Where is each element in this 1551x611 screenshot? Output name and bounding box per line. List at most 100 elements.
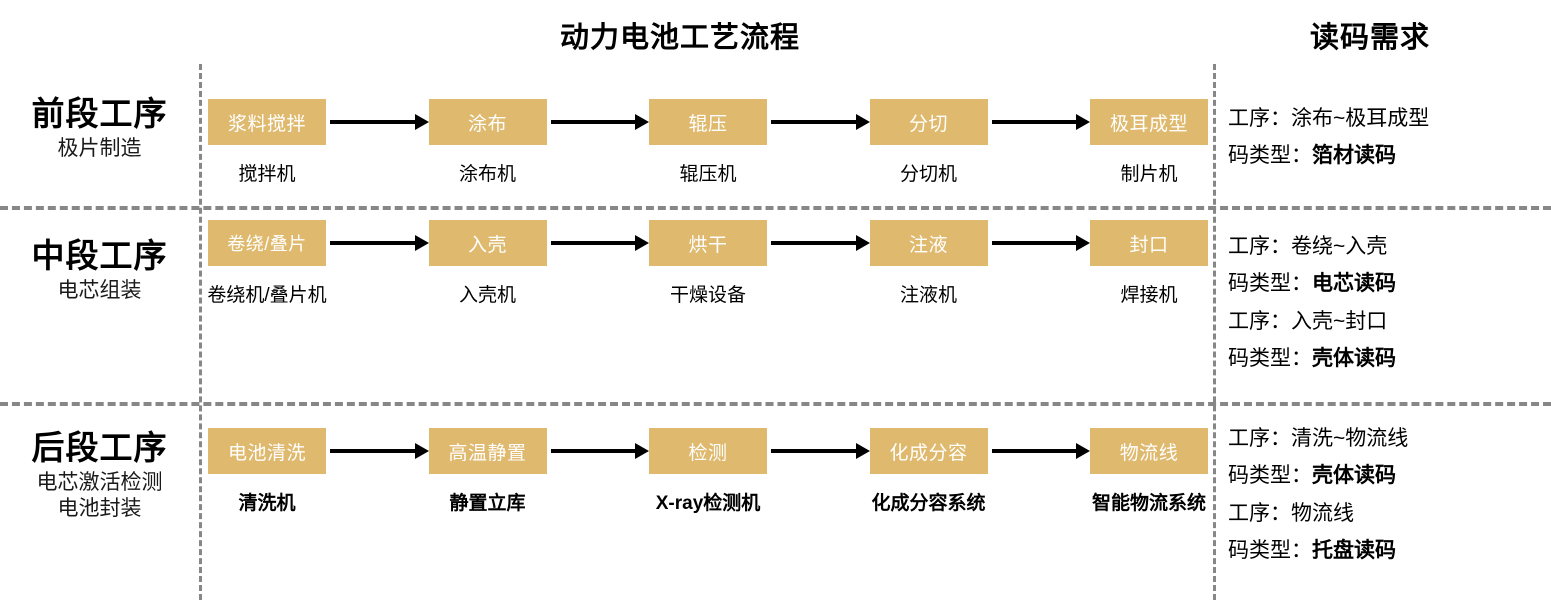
horizontal-divider-1 — [0, 206, 1551, 210]
process-node-box[interactable]: 分切 — [869, 99, 988, 145]
process-node[interactable]: 注液 注液机 — [869, 220, 988, 307]
process-node[interactable]: 化成分容 化成分容系统 — [869, 428, 988, 515]
process-node-caption: 静置立库 — [449, 493, 526, 514]
requirement-line: 码类型：壳体读码 — [1228, 457, 1538, 494]
process-node-caption: 焊接机 — [1120, 285, 1178, 306]
stage-label-back: 后段工序 电芯激活检测 电池封装 — [0, 429, 199, 522]
stage-subtitle: 电芯组装 — [57, 278, 142, 302]
process-node-box[interactable]: 注液 — [869, 220, 988, 266]
requirements-back: 工序：清洗~物流线 码类型：壳体读码 工序：物流线 码类型：托盘读码 — [1228, 420, 1538, 570]
requirement-value: 入壳~封口 — [1291, 309, 1388, 333]
process-node-box[interactable]: 烘干 — [649, 220, 767, 266]
requirement-label: 码类型： — [1228, 539, 1312, 563]
requirements-column-title: 读码需求 — [1309, 22, 1430, 54]
flow-arrow-icon — [547, 220, 649, 266]
process-node-box[interactable]: 辊压 — [649, 99, 767, 145]
requirement-label: 码类型： — [1228, 347, 1312, 371]
flow-arrow-icon — [988, 428, 1090, 474]
requirement-value: 壳体读码 — [1312, 347, 1396, 371]
process-node-caption: 注液机 — [899, 285, 957, 306]
requirement-line: 工序：物流线 — [1228, 495, 1538, 532]
requirement-value: 涂布~极耳成型 — [1291, 107, 1430, 130]
vertical-divider-right — [1213, 64, 1216, 600]
requirement-label: 码类型： — [1228, 464, 1312, 488]
requirements-middle: 工序：卷绕~入壳 码类型：电芯读码 工序：入壳~封口 码类型：壳体读码 — [1228, 228, 1538, 378]
flow-arrow-icon — [988, 99, 1090, 145]
requirement-label: 工序： — [1228, 501, 1291, 525]
stage-row-middle: 中段工序 电芯组装 卷绕/叠片 卷绕机/叠片机 入壳 入壳机 烘干 干燥设备 注… — [0, 210, 1551, 402]
process-node-caption: 搅拌机 — [238, 164, 296, 185]
flow-arrow-icon — [326, 99, 429, 145]
process-node[interactable]: 封口 焊接机 — [1090, 220, 1208, 307]
process-node-box[interactable]: 检测 — [649, 428, 767, 474]
stage-subtitle: 极片制造 — [57, 136, 142, 160]
process-node-box[interactable]: 入壳 — [428, 220, 547, 266]
requirement-line: 工序：入壳~封口 — [1228, 303, 1538, 340]
requirement-label: 码类型： — [1228, 144, 1312, 168]
process-node[interactable]: 涂布 涂布机 — [428, 99, 547, 186]
process-node[interactable]: 卷绕/叠片 卷绕机/叠片机 — [207, 220, 327, 307]
process-node-caption: 制片机 — [1120, 164, 1178, 185]
requirements-front: 工序：涂布~极耳成型 码类型：箔材读码 — [1228, 100, 1538, 175]
flow-arrow-icon — [767, 220, 870, 266]
process-node-box[interactable]: 物流线 — [1090, 428, 1208, 474]
process-node-box[interactable]: 电池清洗 — [208, 428, 326, 474]
vertical-divider-left — [199, 64, 202, 600]
requirement-label: 码类型： — [1228, 272, 1312, 296]
process-node[interactable]: 烘干 干燥设备 — [649, 220, 767, 307]
process-flow-middle: 卷绕/叠片 卷绕机/叠片机 入壳 入壳机 烘干 干燥设备 注液 注液机 封口 焊… — [207, 220, 1208, 307]
stage-row-front: 前段工序 极片制造 浆料搅拌 搅拌机 涂布 涂布机 辊压 辊压机 分切 分切机 — [0, 64, 1551, 206]
horizontal-divider-2 — [0, 402, 1551, 406]
process-node-caption: 入壳机 — [458, 285, 516, 306]
requirement-label: 工序： — [1228, 107, 1291, 130]
process-node-box[interactable]: 浆料搅拌 — [208, 99, 326, 145]
flow-arrow-icon — [767, 99, 870, 145]
requirement-label: 工序： — [1228, 235, 1291, 258]
process-node-caption: 涂布机 — [458, 164, 516, 185]
flow-arrow-icon — [547, 99, 649, 145]
process-node-caption: 化成分容系统 — [871, 493, 986, 514]
requirement-value: 卷绕~入壳 — [1291, 235, 1388, 258]
process-node-box[interactable]: 封口 — [1090, 220, 1208, 266]
requirement-value: 电芯读码 — [1312, 272, 1396, 296]
process-node-box[interactable]: 卷绕/叠片 — [208, 220, 326, 266]
process-node[interactable]: 电池清洗 清洗机 — [208, 428, 326, 515]
requirement-line: 码类型：托盘读码 — [1228, 532, 1538, 569]
process-node[interactable]: 浆料搅拌 搅拌机 — [208, 99, 326, 186]
flow-arrow-icon — [767, 428, 870, 474]
process-node-box[interactable]: 涂布 — [428, 99, 547, 145]
process-node[interactable]: 高温静置 静置立库 — [428, 428, 547, 515]
requirement-line: 码类型：壳体读码 — [1228, 340, 1538, 377]
stage-row-back: 后段工序 电芯激活检测 电池封装 电池清洗 清洗机 高温静置 静置立库 检测 X… — [0, 406, 1551, 611]
stage-subtitle: 电芯激活检测 电池封装 — [36, 470, 163, 521]
process-flow-back: 电池清洗 清洗机 高温静置 静置立库 检测 X-ray检测机 化成分容 化成分容… — [208, 428, 1208, 515]
process-node-caption: 分切机 — [899, 164, 957, 185]
requirement-label: 工序： — [1228, 427, 1291, 450]
requirement-line: 工序：清洗~物流线 — [1228, 420, 1538, 457]
process-flow-front: 浆料搅拌 搅拌机 涂布 涂布机 辊压 辊压机 分切 分切机 极耳成型 制片机 — [208, 99, 1208, 186]
requirement-line: 工序：涂布~极耳成型 — [1228, 100, 1538, 137]
requirement-label: 工序： — [1228, 309, 1291, 333]
flow-arrow-icon — [326, 428, 429, 474]
process-node[interactable]: 物流线 智能物流系统 — [1090, 428, 1208, 515]
process-node-box[interactable]: 极耳成型 — [1090, 99, 1208, 145]
requirement-value: 清洗~物流线 — [1291, 427, 1409, 450]
process-node-box[interactable]: 高温静置 — [428, 428, 547, 474]
process-node-caption: 干燥设备 — [669, 285, 746, 306]
requirement-line: 工序：卷绕~入壳 — [1228, 228, 1538, 265]
requirement-value: 箔材读码 — [1312, 144, 1396, 168]
process-node-caption: 清洗机 — [238, 493, 296, 514]
process-node[interactable]: 极耳成型 制片机 — [1090, 99, 1208, 186]
process-node[interactable]: 检测 X-ray检测机 — [649, 428, 767, 515]
stage-label-middle: 中段工序 电芯组装 — [0, 237, 199, 304]
process-node[interactable]: 辊压 辊压机 — [649, 99, 767, 186]
process-node-caption: 卷绕机/叠片机 — [207, 285, 327, 306]
process-node[interactable]: 入壳 入壳机 — [428, 220, 547, 307]
process-node-box[interactable]: 化成分容 — [869, 428, 988, 474]
requirement-line: 码类型：电芯读码 — [1228, 265, 1538, 302]
process-node[interactable]: 分切 分切机 — [869, 99, 988, 186]
requirement-line: 码类型：箔材读码 — [1228, 137, 1538, 174]
page-title: 动力电池工艺流程 — [559, 22, 800, 54]
flow-arrow-icon — [326, 220, 429, 266]
